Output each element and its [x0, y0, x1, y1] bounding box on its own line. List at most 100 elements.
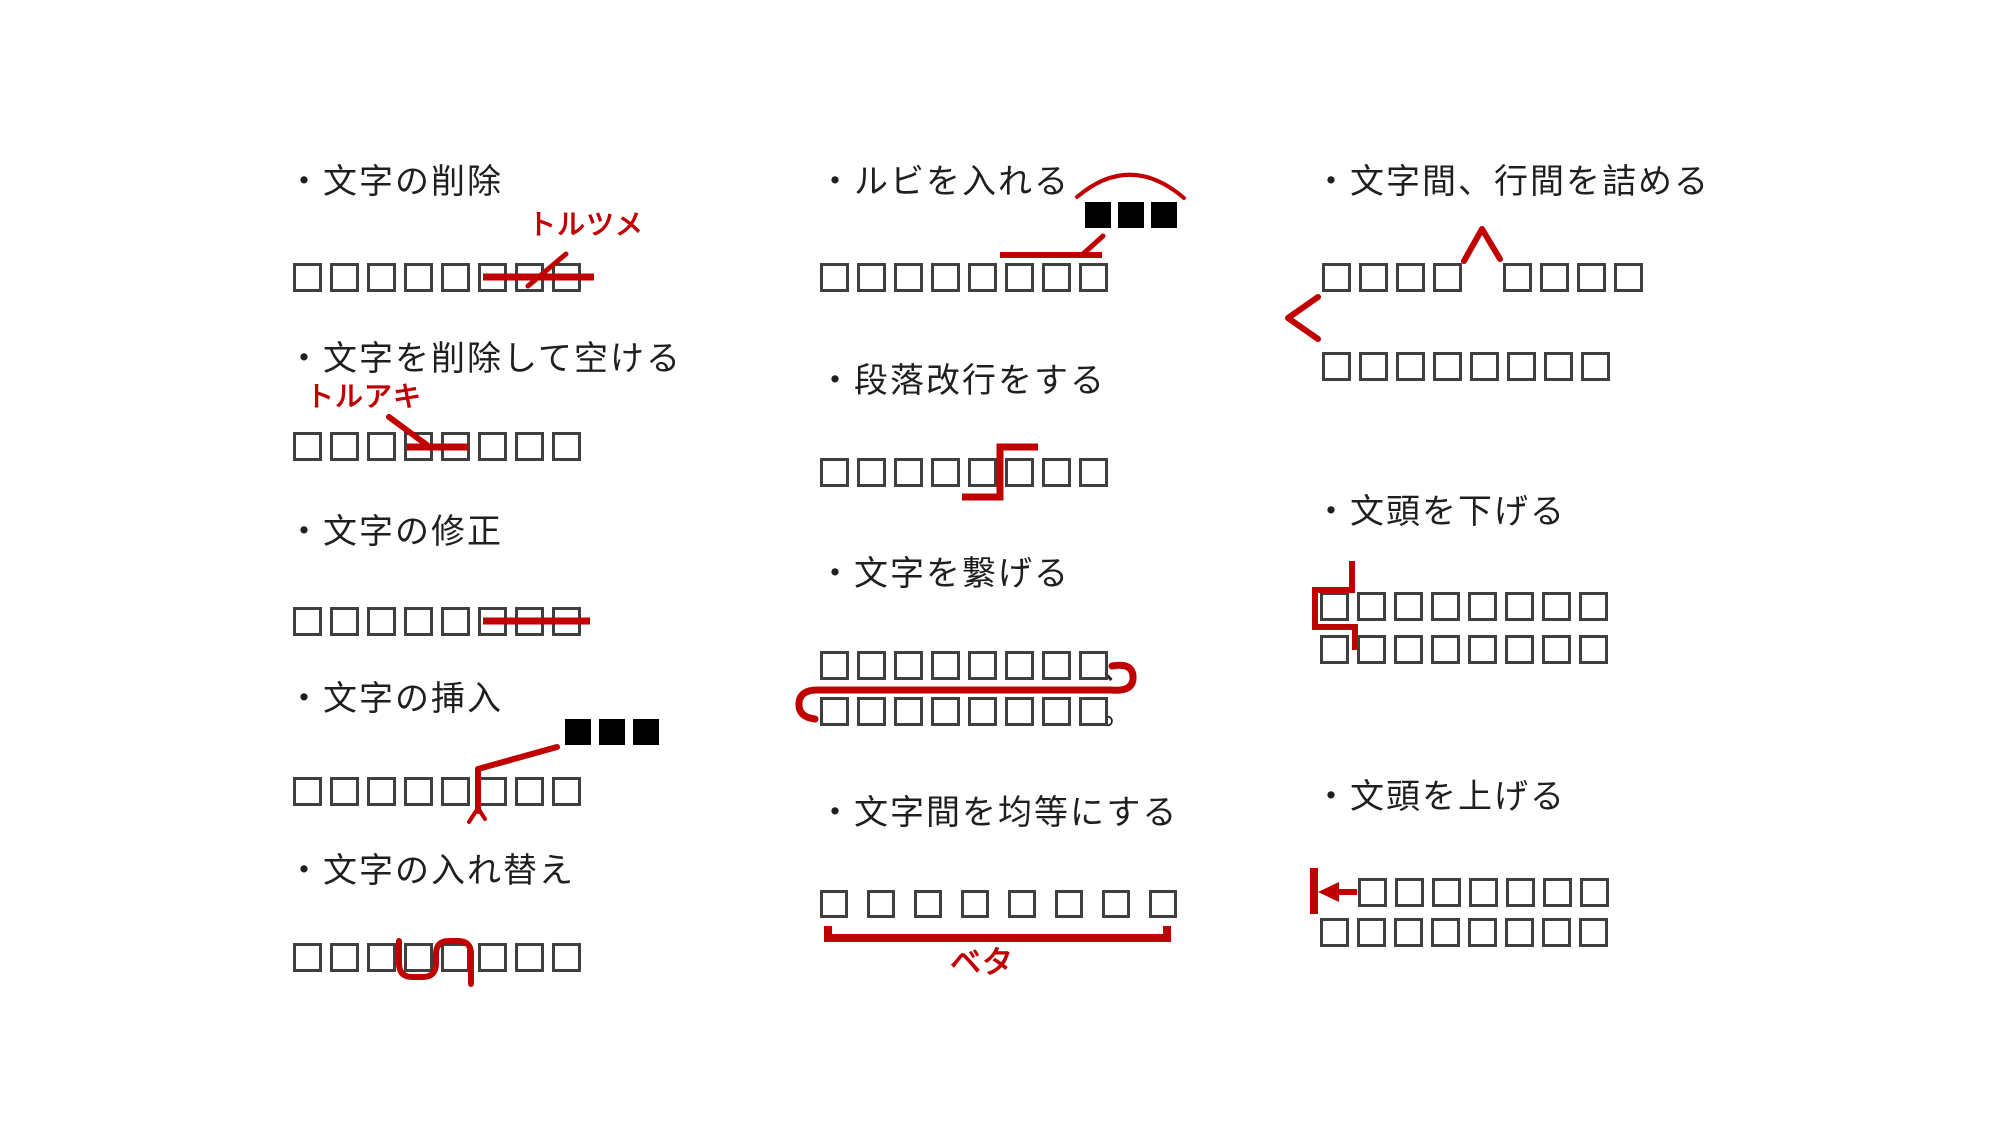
char-box [961, 890, 989, 918]
char-box [914, 890, 942, 918]
char-box [1042, 697, 1071, 726]
ruby-row [820, 263, 1108, 292]
char-box [931, 651, 960, 680]
tighten-caret-up [1461, 226, 1503, 264]
char-box [931, 263, 960, 292]
char-box [404, 943, 433, 972]
text-block [1118, 202, 1144, 228]
char-box [515, 943, 544, 972]
tighten-row-1a [1322, 263, 1462, 292]
equal-spacing-bracket [824, 926, 1171, 942]
char-box [968, 458, 997, 487]
ruby-hook-line [1080, 233, 1106, 257]
char-box [293, 943, 322, 972]
char-box [1579, 918, 1608, 947]
char-box [857, 263, 886, 292]
up-row-2 [1320, 918, 1608, 947]
char-box [552, 943, 581, 972]
char-box [968, 651, 997, 680]
char-box [1433, 263, 1462, 292]
char-box [1394, 918, 1423, 947]
char-box [1580, 878, 1609, 907]
char-box [1079, 458, 1108, 487]
char-box [1505, 635, 1534, 664]
char-box [1540, 263, 1569, 292]
text-block [1151, 202, 1177, 228]
char-box [1544, 352, 1573, 381]
char-box [293, 607, 322, 636]
char-box [367, 943, 396, 972]
char-box [330, 777, 359, 806]
char-box [367, 777, 396, 806]
char-box [367, 607, 396, 636]
char-box [1008, 890, 1036, 918]
char-box [857, 697, 886, 726]
char-box [552, 607, 581, 636]
insert-row [293, 777, 581, 806]
char-box [330, 943, 359, 972]
char-box [1359, 352, 1388, 381]
char-box [552, 432, 581, 461]
text-block [1085, 202, 1111, 228]
char-box [1055, 890, 1083, 918]
connect-row-2 [820, 697, 1108, 726]
char-box [330, 607, 359, 636]
char-box [1542, 592, 1571, 621]
char-box [931, 458, 960, 487]
char-box [478, 943, 507, 972]
connect-row-1 [820, 651, 1108, 680]
insert-caret-fork [467, 806, 487, 824]
char-box [1579, 635, 1608, 664]
char-box [820, 458, 849, 487]
char-box [1357, 918, 1386, 947]
char-box [293, 263, 322, 292]
section-title-indent-down: ・文頭を下げる [1314, 493, 1566, 531]
char-box [1079, 651, 1108, 680]
char-box [293, 432, 322, 461]
char-box [894, 697, 923, 726]
char-box [857, 651, 886, 680]
char-box [1433, 352, 1462, 381]
char-box [1503, 263, 1532, 292]
char-box [552, 263, 581, 292]
section-title-swap: ・文字の入れ替え [287, 852, 575, 890]
char-box [1359, 263, 1388, 292]
char-box [820, 697, 849, 726]
text-block [565, 719, 591, 745]
char-box [1470, 352, 1499, 381]
char-box [1357, 592, 1386, 621]
char-box [1042, 651, 1071, 680]
char-box [552, 777, 581, 806]
ruby-arc [1075, 172, 1186, 200]
insert-blocks [565, 719, 659, 745]
char-box [515, 263, 544, 292]
char-box [1005, 458, 1034, 487]
char-box [1079, 697, 1108, 726]
down-row-2 [1320, 635, 1608, 664]
char-box [1079, 263, 1108, 292]
char-box [1468, 918, 1497, 947]
char-box [1042, 458, 1071, 487]
char-box [1396, 263, 1425, 292]
break-row [820, 458, 1108, 487]
char-box [820, 263, 849, 292]
char-box [478, 607, 507, 636]
char-box [968, 263, 997, 292]
char-box [867, 890, 895, 918]
char-box [1005, 263, 1034, 292]
section-title-indent-up: ・文頭を上げる [1314, 778, 1566, 816]
char-box [1320, 635, 1349, 664]
char-box [1542, 918, 1571, 947]
char-box [404, 432, 433, 461]
correct-row [293, 607, 581, 636]
char-box [1468, 635, 1497, 664]
char-box [441, 777, 470, 806]
char-box [931, 697, 960, 726]
char-box [404, 263, 433, 292]
ruby-blocks [1085, 202, 1177, 228]
char-box [1614, 263, 1643, 292]
char-box [515, 432, 544, 461]
char-box [293, 777, 322, 806]
char-box [1395, 878, 1424, 907]
